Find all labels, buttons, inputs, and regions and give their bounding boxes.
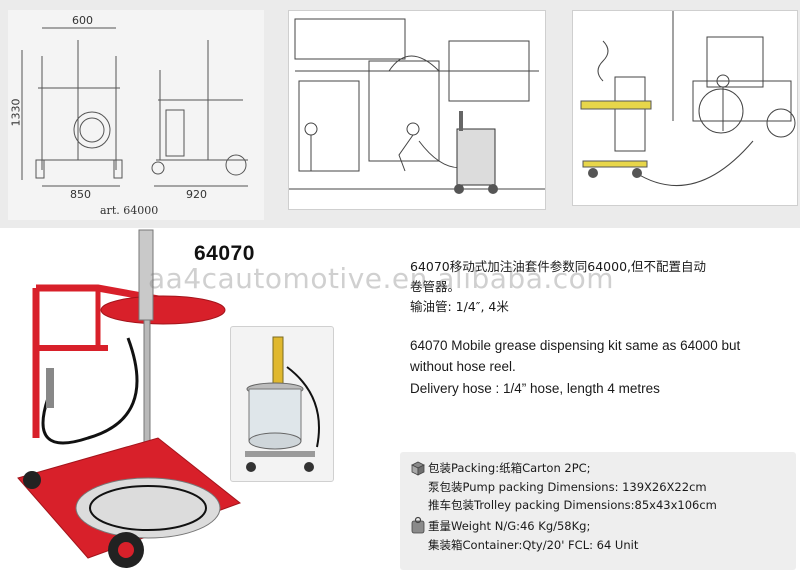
workshop-illustration (288, 10, 546, 210)
desc-cn-line3: 输油管: 1/4″, 4米 (410, 299, 509, 314)
article-number: art. 64000 (100, 204, 159, 217)
weight-icon (411, 516, 425, 534)
desc-cn-line2: 卷管器。 (410, 279, 461, 294)
dim-width-base: 850 (70, 188, 91, 201)
dim-width-top: 600 (72, 14, 93, 27)
desc-cn-line1: 64070移动式加注油套件参数同64000,但不配置自动 (410, 259, 707, 274)
desc-en-line2: without hose reel. (410, 359, 516, 374)
packing-line4: 重量Weight N/G:46 Kg/58Kg; (428, 519, 591, 533)
packing-line3: 推车包装Trolley packing Dimensions:85x43x106… (428, 498, 717, 512)
dim-height: 1330 (9, 98, 23, 127)
packing-line5: 集装箱Container:Qty/20' FCL: 64 Unit (428, 538, 639, 552)
packing-line2: 泵包装Pump packing Dimensions: 139X26X22cm (428, 480, 707, 494)
product-number: 64070 (194, 242, 255, 265)
box-icon (411, 461, 425, 476)
tractor-scene-image (580, 11, 796, 186)
workshop-scene-image (289, 18, 545, 194)
tractor-illustration (572, 10, 798, 206)
dimension-drawing-panel: 600 1330 850 920 art. 64000 (8, 10, 264, 220)
inset-pump-image (230, 326, 334, 482)
pump-kit-photo (245, 336, 320, 472)
desc-en-line1: 64070 Mobile grease dispensing kit same … (410, 338, 741, 353)
trolley-dimension-drawing (21, 27, 248, 187)
watermark: aa4cautomotive.en.alibaba.com (148, 262, 615, 295)
dim-depth: 920 (186, 188, 207, 201)
red-trolley-image (17, 229, 242, 568)
packing-info-box (400, 452, 796, 570)
desc-en-line3: Delivery hose : 1/4” hose, length 4 metr… (410, 381, 660, 396)
packing-line1: 包装Packing:纸箱Carton 2PC; (428, 461, 591, 475)
